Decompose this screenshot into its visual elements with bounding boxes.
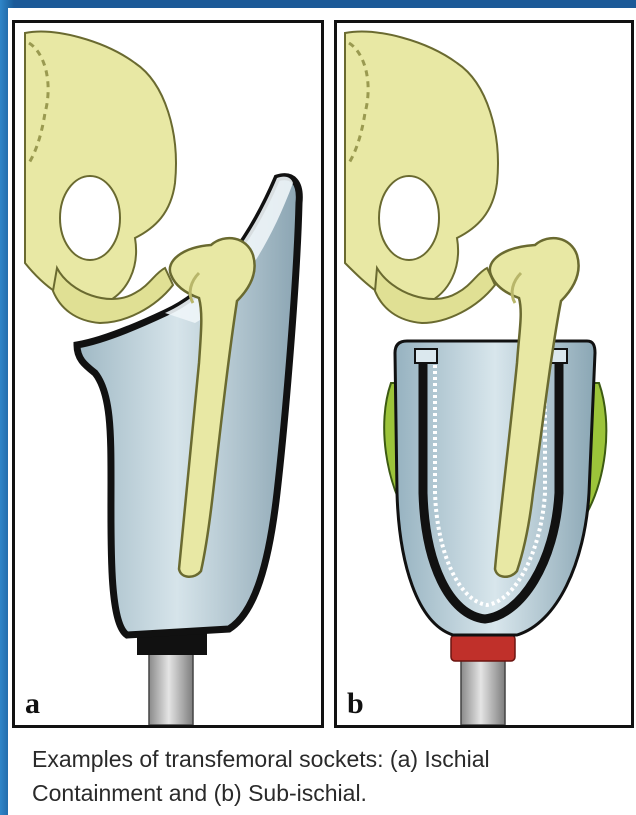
pylon	[461, 659, 505, 725]
pylon	[149, 653, 193, 725]
socket-base-ring	[451, 635, 515, 661]
panel-b-illustration	[337, 23, 631, 725]
panel-b-label: b	[347, 689, 364, 719]
figure-caption: Examples of transfemoral sockets: (a) Is…	[32, 742, 628, 810]
panel-b-sub-ischial: b	[334, 20, 634, 728]
figure: a	[8, 8, 636, 815]
panel-a-label: a	[25, 689, 40, 719]
panel-a-ischial-containment: a	[12, 20, 324, 728]
obturator-foramen	[379, 176, 439, 260]
panel-a-illustration	[15, 23, 321, 725]
obturator-foramen	[60, 176, 120, 260]
